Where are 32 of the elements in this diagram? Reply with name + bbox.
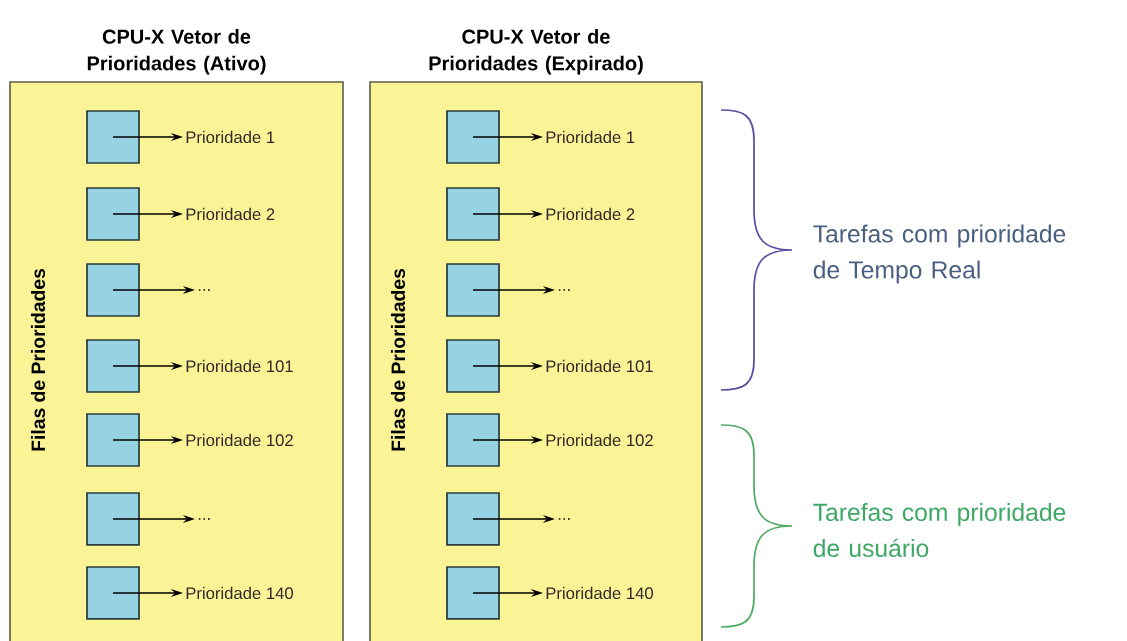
queue-box: [446, 110, 500, 164]
queue-box: [86, 187, 140, 241]
priority-label: Prioridade 1: [546, 130, 635, 144]
queue-box: [446, 263, 500, 317]
queue-box: [446, 339, 500, 393]
queue-box: [446, 566, 500, 620]
priority-label: Prioridade 102: [546, 433, 653, 447]
priority-label: ...: [558, 518, 570, 520]
priority-label: Prioridade 2: [186, 207, 275, 221]
priority-label: Prioridade 1: [186, 130, 275, 144]
priority-label: ...: [558, 289, 570, 291]
brace-label: Tarefas com prioridade de Tempo Real: [813, 224, 1066, 284]
priority-label: Prioridade 101: [186, 359, 293, 373]
queue-box: [86, 413, 140, 467]
queue-box: [86, 110, 140, 164]
priority-label: Prioridade 2: [546, 207, 635, 221]
node-label: CPU-X Vetor de Prioridades (Expirado): [429, 29, 643, 75]
queue-box: [446, 413, 500, 467]
priority-label: Prioridade 102: [186, 433, 293, 447]
priority-label: ...: [198, 518, 210, 520]
queue-box: [86, 566, 140, 620]
queue-box: [446, 187, 500, 241]
queue-box: [86, 263, 140, 317]
queue-box: [86, 492, 140, 546]
priority-label: ...: [198, 289, 210, 291]
node-label: CPU-X Vetor de Prioridades (Ativo): [87, 29, 266, 75]
priority-label: Prioridade 101: [546, 359, 653, 373]
priority-label: Prioridade 140: [546, 586, 653, 600]
queue-box: [86, 339, 140, 393]
priority-label: Prioridade 140: [186, 586, 293, 600]
queue-box: [446, 492, 500, 546]
brace-label: Tarefas com prioridade de usuário: [813, 502, 1066, 558]
